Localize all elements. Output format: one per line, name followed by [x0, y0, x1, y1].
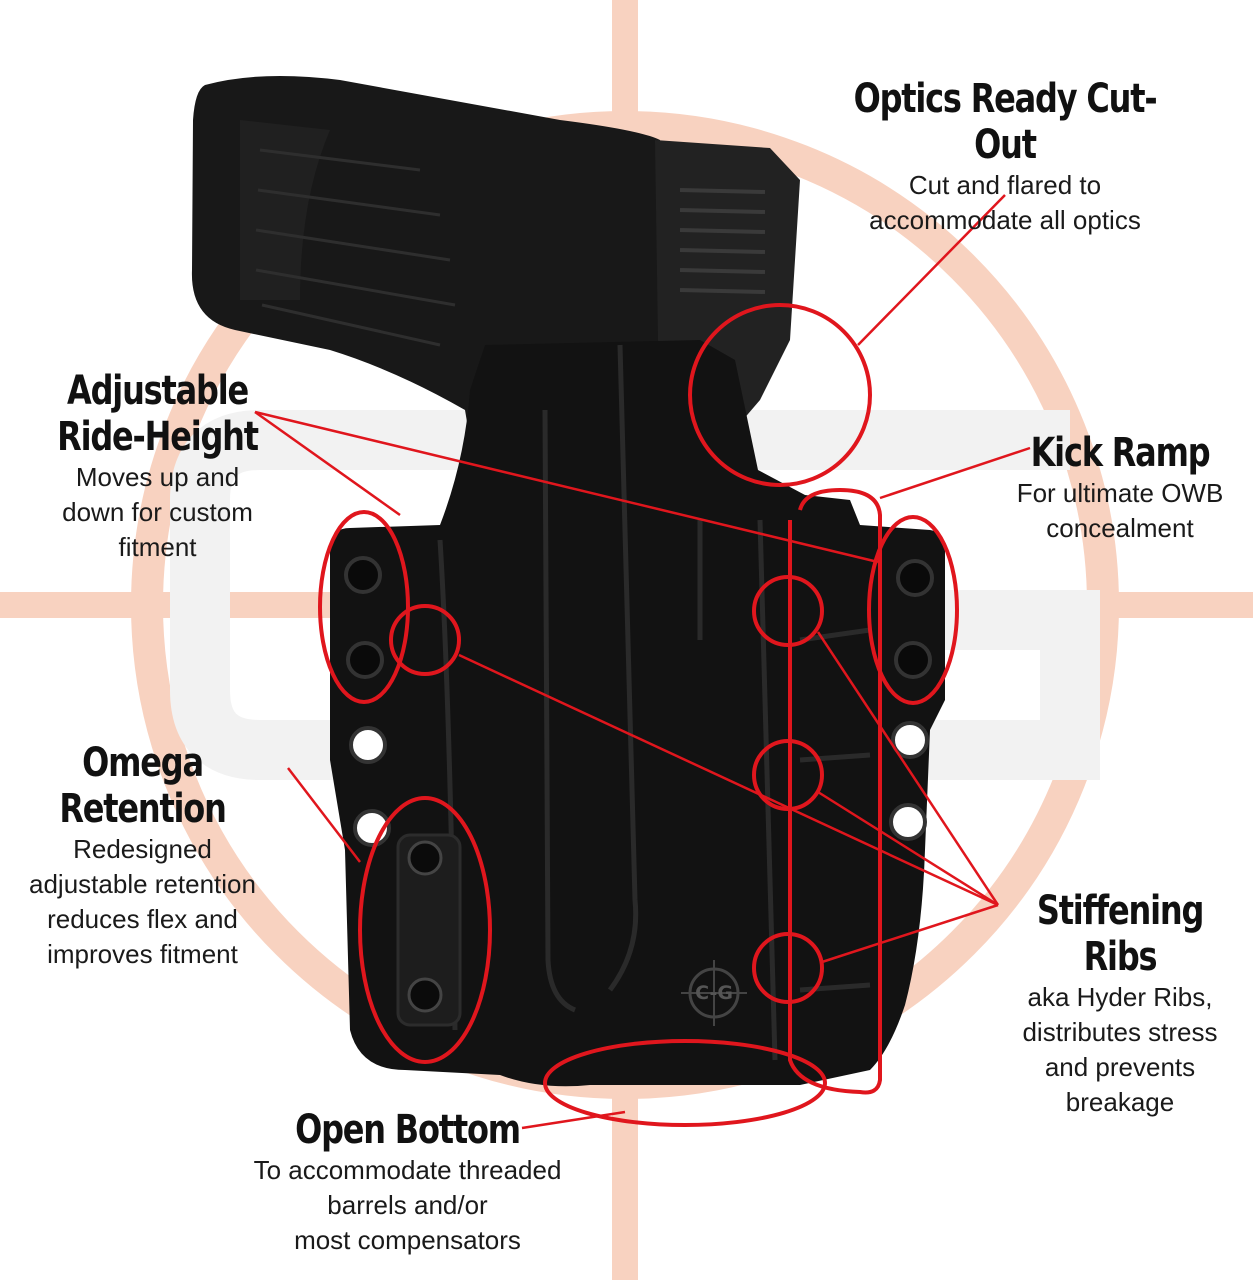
- callout-title-line1: Adjustable: [67, 368, 249, 414]
- callout-desc: Moves up and down for custom fitment: [62, 462, 253, 562]
- right-loop-screws: [889, 559, 934, 841]
- callout-title-line2: Ride-Height: [57, 414, 259, 460]
- right-loop-ellipse: [867, 515, 959, 705]
- callout-title: Open Bottom: [295, 1107, 521, 1153]
- callout-desc: Cut and flared to accommodate all optics: [869, 170, 1141, 235]
- callout-open-bottom: Open Bottom To accommodate threaded barr…: [220, 1107, 595, 1258]
- callout-desc: Redesigned adjustable retention reduces …: [29, 834, 256, 969]
- callout-title: Omega Retention: [59, 740, 227, 832]
- optics-circle: [688, 303, 872, 487]
- open-bottom-ellipse: [543, 1039, 827, 1127]
- rib-circle-1: [752, 575, 824, 647]
- callout-title: Stiffening Ribs: [1036, 888, 1205, 980]
- callout-title: Optics Ready Cut-Out: [853, 76, 1158, 168]
- kick-ramp-outline: [788, 487, 882, 1095]
- callout-optics: Optics Ready Cut-Out Cut and flared to a…: [790, 76, 1220, 238]
- slide-serrations: [679, 188, 766, 294]
- logo-text: C-G: [695, 982, 733, 1004]
- callout-leaders: [254, 194, 1031, 1130]
- left-loop-ellipse: [318, 510, 410, 704]
- callout-kick-ramp: Kick Ramp For ultimate OWB concealment: [990, 430, 1250, 546]
- rib-circle-3: [752, 932, 824, 1004]
- rib-circle-left: [389, 604, 461, 676]
- callout-desc: To accommodate threaded barrels and/or m…: [253, 1155, 562, 1255]
- callout-desc: For ultimate OWB concealment: [1016, 478, 1224, 543]
- callout-ride-height: Adjustable Ride-Height Moves up and down…: [30, 368, 285, 565]
- callout-stiffening-ribs: Stiffening Ribs aka Hyder Ribs, distribu…: [990, 888, 1250, 1120]
- callout-omega-retention: Omega Retention Redesigned adjustable re…: [0, 740, 285, 972]
- cg-logo: [681, 960, 747, 1026]
- callout-title: Kick Ramp: [1030, 430, 1211, 476]
- grip-texture: [255, 148, 456, 347]
- callout-desc: aka Hyder Ribs, distributes stress and p…: [1022, 982, 1218, 1117]
- callout-shapes: [318, 303, 959, 1127]
- rib-circle-2: [752, 739, 824, 811]
- omega-retention-plate: [396, 833, 462, 1027]
- omega-ellipse: [358, 796, 492, 1064]
